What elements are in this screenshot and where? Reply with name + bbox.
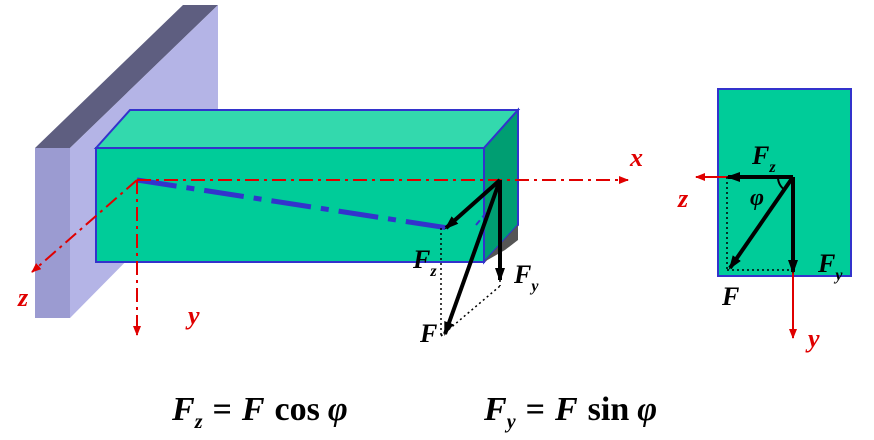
beam-top-face (93, 109, 521, 149)
cross-section: φ Fz Fy F z y (677, 88, 852, 353)
section-z-label: z (677, 184, 689, 213)
section-y-label: y (805, 324, 820, 353)
section-angle-arc (776, 176, 786, 191)
force-F-label: F (419, 319, 437, 348)
z-axis-label: z (17, 283, 29, 312)
section-F-vector (728, 175, 795, 270)
force-Fz-vector (444, 178, 502, 230)
deflection-end-dash (475, 207, 491, 226)
dotted-guide-2 (440, 285, 501, 337)
section-phi-label: φ (750, 185, 764, 211)
axes-3d: x y z (17, 143, 643, 336)
x-axis-label: x (629, 143, 643, 172)
beam (93, 107, 521, 265)
force-Fz-label: Fz (412, 245, 437, 280)
y-axis-label: y (185, 301, 200, 330)
wall-face (35, 148, 70, 318)
wall-side (35, 5, 218, 148)
force-decomposition: F Fz Fy (412, 178, 539, 348)
section-F-label: F (721, 282, 739, 311)
section-Fz-label: Fz (751, 141, 776, 176)
z-axis (31, 179, 138, 273)
force-Fy-label: Fy (513, 260, 539, 295)
force-F-vector (443, 179, 502, 336)
section-Fy-label: Fy (817, 249, 843, 284)
deflection-line (136, 177, 449, 231)
cross-section-rect (717, 88, 852, 277)
